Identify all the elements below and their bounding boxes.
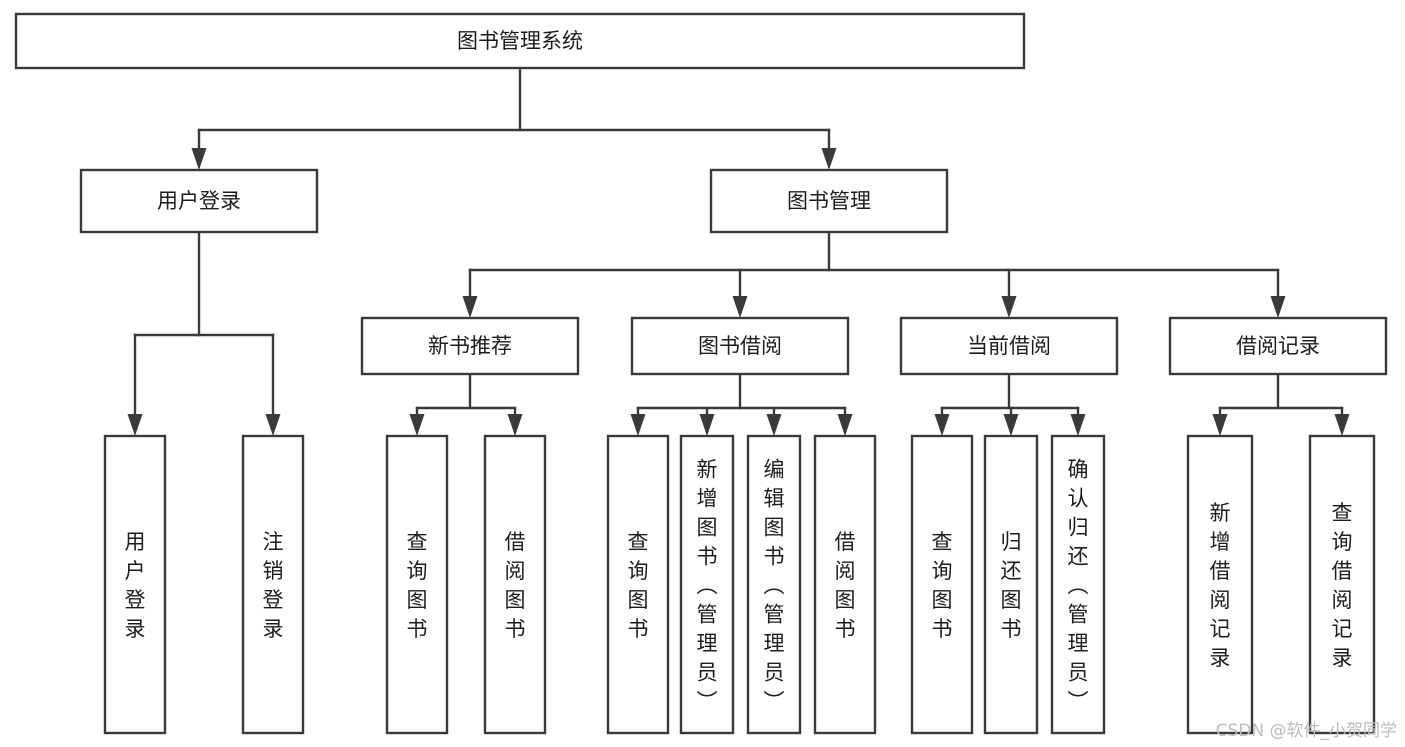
arrow-head-icon [630,414,646,436]
node-leaf-add-book-label: 新增图书︵管理员︶ [697,458,718,714]
arrow-head-icon [1270,296,1286,318]
node-leaf-add-record[interactable] [1186,434,1254,735]
node-leaf-confirm-return[interactable] [1050,434,1106,735]
node-leaf-query-record-label: 查询借阅记录 [1332,501,1353,670]
arrow-head-icon [127,414,143,436]
node-user-login[interactable] [79,168,319,234]
node-leaf-add-book[interactable] [679,434,735,735]
node-user-login-label: 用户登录 [157,189,241,213]
arrow-head-icon [934,414,950,436]
node-leaf-user-login-label: 用户登录 [125,530,146,641]
arrow-head-icon [507,414,523,436]
node-current-borrow-label: 当前借阅 [967,334,1051,358]
arrow-head-icon [265,414,281,436]
node-new-book-recommend-label: 新书推荐 [428,334,512,358]
node-current-borrow[interactable] [899,316,1119,376]
node-new-book-recommend[interactable] [360,316,580,376]
node-leaf-query-book-cur[interactable] [910,434,974,735]
node-leaf-return-book[interactable] [983,434,1039,735]
arrow-head-icon [1001,296,1017,318]
arrow-head-icon [462,296,478,318]
arrow-head-icon [766,414,782,436]
node-book-borrow[interactable] [630,316,850,376]
node-leaf-query-book-cur-label: 查询图书 [932,530,953,641]
arrow-head-icon [1070,414,1086,436]
node-leaf-user-login[interactable] [103,434,167,735]
node-leaf-return-book-label: 归还图书 [1001,530,1022,641]
node-leaf-logout[interactable] [241,434,305,735]
node-leaf-borrow-book-rec[interactable] [483,434,547,735]
labels-layer: 图书管理系统用户登录图书管理新书推荐图书借阅当前借阅借阅记录用户登录注销登录查询… [125,29,1353,714]
node-leaf-query-book-borrow-label: 查询图书 [628,530,649,641]
arrow-head-icon [1212,414,1228,436]
node-leaf-query-book-borrow[interactable] [606,434,670,735]
arrow-head-icon [1334,414,1350,436]
node-leaf-edit-book-label: 编辑图书︵管理员︶ [764,458,785,714]
node-book-borrow-label: 图书借阅 [698,334,782,358]
node-root-label: 图书管理系统 [457,29,583,53]
node-leaf-query-book-rec-label: 查询图书 [407,530,428,641]
connectors-layer [127,66,1350,436]
node-borrow-record-label: 借阅记录 [1236,334,1320,358]
arrow-head-icon [732,296,748,318]
node-leaf-borrow-book[interactable] [813,434,877,735]
node-borrow-record[interactable] [1168,316,1388,376]
node-leaf-add-record-label: 新增借阅记录 [1210,501,1231,670]
arrow-head-icon [1003,414,1019,436]
node-book-management[interactable] [709,168,949,234]
arrow-head-icon [409,414,425,436]
node-leaf-logout-label: 注销登录 [263,530,284,641]
node-leaf-borrow-book-rec-label: 借阅图书 [505,530,526,641]
node-leaf-borrow-book-label: 借阅图书 [835,530,856,641]
node-leaf-edit-book[interactable] [746,434,802,735]
arrow-head-icon [191,148,207,170]
node-leaf-query-record[interactable] [1308,434,1376,735]
boxes-layer [14,12,1388,735]
node-book-management-label: 图书管理 [787,189,871,213]
node-root[interactable] [14,12,1026,70]
arrow-head-icon [699,414,715,436]
arrow-head-icon [821,148,837,170]
arrow-head-icon [837,414,853,436]
node-leaf-query-book-rec[interactable] [385,434,449,735]
node-leaf-confirm-return-label: 确认归还︵管理员︶ [1068,458,1089,714]
